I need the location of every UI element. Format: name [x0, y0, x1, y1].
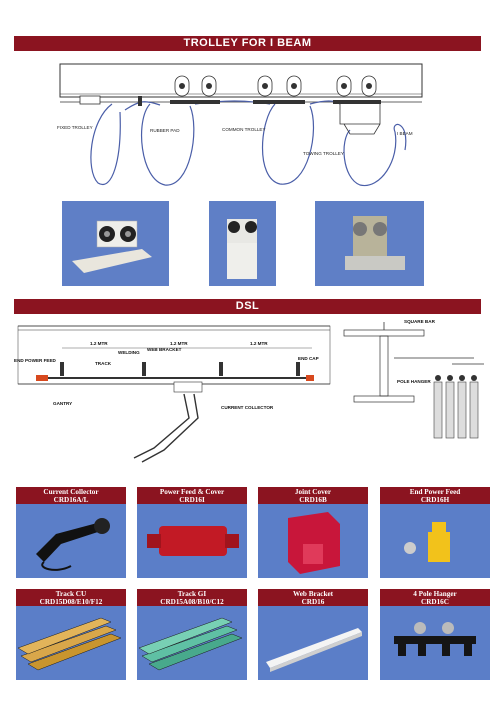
power-feed-cover-photo — [137, 504, 247, 578]
label-pole-hanger: POLE HANGER — [397, 379, 431, 384]
label-dist-3: 1.2 MTR — [250, 341, 268, 346]
dsl-diagram — [17, 322, 484, 463]
label-rubber-pad: RUBBER PAD — [150, 128, 180, 133]
dsl-section-title: DSL — [14, 299, 481, 314]
label-dist-1: 1.2 MTR — [90, 341, 108, 346]
end-power-feed-photo — [380, 504, 490, 578]
4-pole-hanger-photo — [380, 606, 490, 680]
product-name: Web Bracket — [292, 590, 334, 598]
trolley-section-title: TROLLEY FOR I BEAM — [14, 36, 481, 51]
label-dist-2: 1.2 MTR — [170, 341, 188, 346]
product-name: 4 Pole Hanger — [413, 590, 457, 598]
label-gantry: GANTRY — [53, 401, 73, 406]
label-towing-trolley: TOWING TROLLEY — [303, 151, 344, 156]
product-code: CRD16 — [301, 598, 325, 607]
product-name: Power Feed & Cover — [159, 488, 225, 496]
product-code: CRD16A/L — [53, 496, 89, 505]
product-name: End Power Feed — [409, 488, 461, 496]
label-fixed-trolley: FIXED TROLLEY — [57, 125, 93, 130]
label-current-collector: CURRENT COLLECTOR — [221, 405, 274, 410]
label-square-bar: SQUARE BAR — [404, 319, 435, 324]
label-welding: WELDING — [118, 350, 140, 355]
label-i-beam: I BEAM — [397, 131, 413, 136]
product-name: Joint Cover — [294, 488, 332, 496]
towing-trolley-photo — [315, 201, 424, 286]
common-trolley-photo — [209, 201, 276, 286]
joint-cover-photo — [258, 504, 368, 578]
product-name: Track CU — [55, 590, 87, 598]
web-bracket-photo — [258, 606, 368, 680]
fixed-trolley-photo — [62, 201, 169, 286]
label-end-cap: END CAP — [298, 356, 319, 361]
product-code: CRD16H — [420, 496, 450, 505]
track-cu-photo — [16, 606, 126, 680]
label-common-trolley: COMMON TROLLEY — [222, 127, 266, 132]
label-track: TRACK — [95, 361, 112, 366]
product-name: Current Collector — [43, 488, 99, 496]
product-code: CRD16B — [299, 496, 327, 505]
product-code: CRD16I — [179, 496, 205, 505]
product-code: CRD16C — [421, 598, 449, 607]
trolley-diagram — [59, 63, 423, 187]
label-web-bracket: WEB BRACKET — [147, 347, 182, 352]
product-code: CRD15D08/E10/F12 — [39, 598, 103, 607]
product-name: Track GI — [177, 590, 207, 598]
product-code: CRD15A08/B10/C12 — [160, 598, 224, 607]
current-collector-photo — [16, 504, 126, 578]
label-end-power-feed: END POWER FEED — [14, 358, 56, 363]
track-gi-photo — [137, 606, 247, 680]
